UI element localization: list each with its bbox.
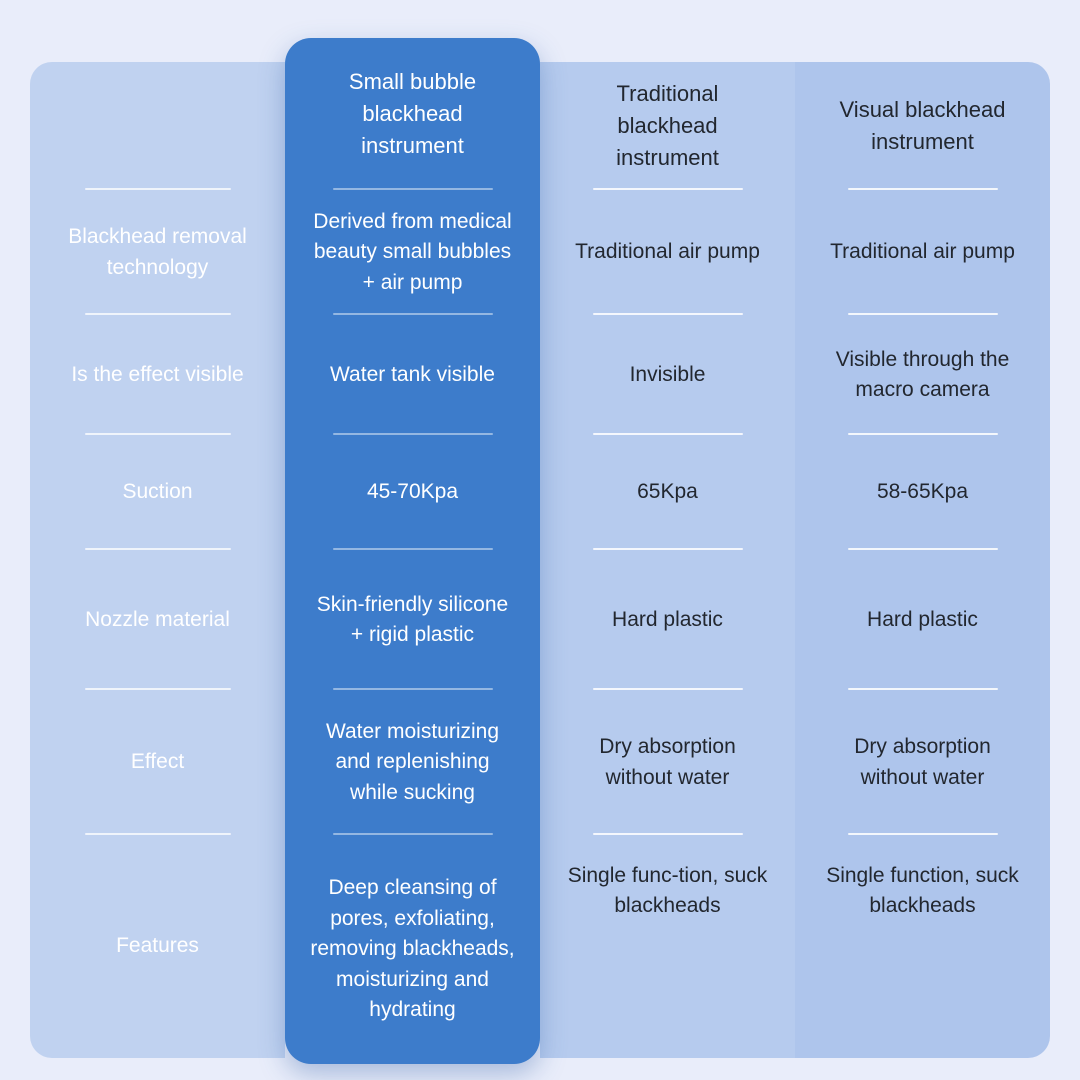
row-label-effect: Effect bbox=[30, 690, 285, 835]
divider bbox=[332, 433, 493, 435]
cell-text: Hard plastic bbox=[867, 607, 978, 631]
row-label-text: Blackhead removal technology bbox=[68, 225, 247, 279]
row-label-text: Features bbox=[116, 934, 199, 958]
product-header-text: Small bubble blackhead instrument bbox=[348, 69, 477, 158]
row-labels-header-cell bbox=[30, 62, 285, 190]
cell-text: Traditional air pump bbox=[830, 240, 1015, 264]
divider bbox=[847, 688, 998, 690]
traditional-visibility-cell: Invisible bbox=[540, 315, 795, 435]
cell-text: Derived from medical beauty small bubble… bbox=[313, 209, 512, 294]
row-label-text: Effect bbox=[130, 750, 185, 774]
divider bbox=[84, 688, 231, 690]
cell-text: Dry absorption without water bbox=[854, 735, 991, 789]
row-label-text: Nozzle material bbox=[85, 607, 230, 631]
divider bbox=[847, 548, 998, 550]
cell-text: Deep cleansing of pores, exfoliating, re… bbox=[310, 876, 515, 1022]
column-row-labels: Blackhead removal technology Is the effe… bbox=[30, 62, 285, 1058]
small-bubble-header-cell: Small bubble blackhead instrument bbox=[285, 38, 540, 190]
product-header-text: Traditional blackhead instrument bbox=[616, 81, 719, 170]
divider bbox=[84, 833, 231, 835]
divider bbox=[847, 433, 998, 435]
row-label-nozzle-material: Nozzle material bbox=[30, 550, 285, 690]
visual-features-cell: Single function, suck blackheads bbox=[795, 835, 1050, 1058]
cell-text: 58-65Kpa bbox=[876, 480, 969, 504]
cell-text: Visible through the macro camera bbox=[835, 347, 1010, 401]
row-label-effect-visible: Is the effect visible bbox=[30, 315, 285, 435]
small-bubble-suction-cell: 45-70Kpa bbox=[285, 435, 540, 550]
divider bbox=[84, 188, 231, 190]
small-bubble-technology-cell: Derived from medical beauty small bubble… bbox=[285, 190, 540, 315]
divider bbox=[847, 313, 998, 315]
divider bbox=[332, 548, 493, 550]
traditional-technology-cell: Traditional air pump bbox=[540, 190, 795, 315]
row-label-suction: Suction bbox=[30, 435, 285, 550]
divider bbox=[592, 313, 743, 315]
small-bubble-features-cell: Deep cleansing of pores, exfoliating, re… bbox=[285, 835, 540, 1064]
visual-header-cell: Visual blackhead instrument bbox=[795, 62, 1050, 190]
cell-text: Water tank visible bbox=[330, 362, 495, 386]
divider bbox=[592, 833, 743, 835]
divider bbox=[592, 433, 743, 435]
divider bbox=[332, 688, 493, 690]
divider bbox=[592, 188, 743, 190]
divider bbox=[84, 433, 231, 435]
visual-visibility-cell: Visible through the macro camera bbox=[795, 315, 1050, 435]
small-bubble-visibility-cell: Water tank visible bbox=[285, 315, 540, 435]
divider bbox=[332, 833, 493, 835]
traditional-header-cell: Traditional blackhead instrument bbox=[540, 62, 795, 190]
divider bbox=[847, 188, 998, 190]
traditional-effect-cell: Dry absorption without water bbox=[540, 690, 795, 835]
divider bbox=[847, 833, 998, 835]
small-bubble-nozzle-cell: Skin-friendly silicone + rigid plastic bbox=[285, 550, 540, 690]
row-label-text: Suction bbox=[122, 480, 193, 504]
comparison-table: Blackhead removal technology Is the effe… bbox=[30, 38, 1050, 1064]
visual-technology-cell: Traditional air pump bbox=[795, 190, 1050, 315]
cell-text: Traditional air pump bbox=[575, 240, 760, 264]
column-small-bubble-instrument: Small bubble blackhead instrument Derive… bbox=[285, 38, 540, 1064]
row-label-technology: Blackhead removal technology bbox=[30, 190, 285, 315]
divider bbox=[84, 313, 231, 315]
small-bubble-effect-cell: Water moisturizing and replenishing whil… bbox=[285, 690, 540, 835]
divider bbox=[592, 688, 743, 690]
column-visual-instrument: Visual blackhead instrument Traditional … bbox=[795, 62, 1050, 1058]
divider bbox=[84, 548, 231, 550]
row-label-features: Features bbox=[30, 835, 285, 1058]
visual-nozzle-cell: Hard plastic bbox=[795, 550, 1050, 690]
divider bbox=[592, 548, 743, 550]
cell-text: Water moisturizing and replenishing whil… bbox=[325, 719, 500, 804]
cell-text: Single func-tion, suck blackheads bbox=[567, 864, 768, 918]
traditional-suction-cell: 65Kpa bbox=[540, 435, 795, 550]
visual-effect-cell: Dry absorption without water bbox=[795, 690, 1050, 835]
cell-text: 45-70Kpa bbox=[366, 480, 459, 504]
cell-text: Dry absorption without water bbox=[599, 735, 736, 789]
column-traditional-instrument: Traditional blackhead instrument Traditi… bbox=[540, 62, 795, 1058]
traditional-nozzle-cell: Hard plastic bbox=[540, 550, 795, 690]
divider bbox=[332, 313, 493, 315]
visual-suction-cell: 58-65Kpa bbox=[795, 435, 1050, 550]
cell-text: Skin-friendly silicone + rigid plastic bbox=[316, 592, 509, 646]
cell-text: Single function, suck blackheads bbox=[826, 864, 1019, 918]
traditional-features-cell: Single func-tion, suck blackheads bbox=[540, 835, 795, 1058]
cell-text: 65Kpa bbox=[637, 480, 698, 504]
product-header-text: Visual blackhead instrument bbox=[839, 97, 1006, 154]
cell-text: Hard plastic bbox=[612, 607, 723, 631]
divider bbox=[332, 188, 493, 190]
row-label-text: Is the effect visible bbox=[71, 362, 244, 386]
cell-text: Invisible bbox=[629, 362, 706, 386]
